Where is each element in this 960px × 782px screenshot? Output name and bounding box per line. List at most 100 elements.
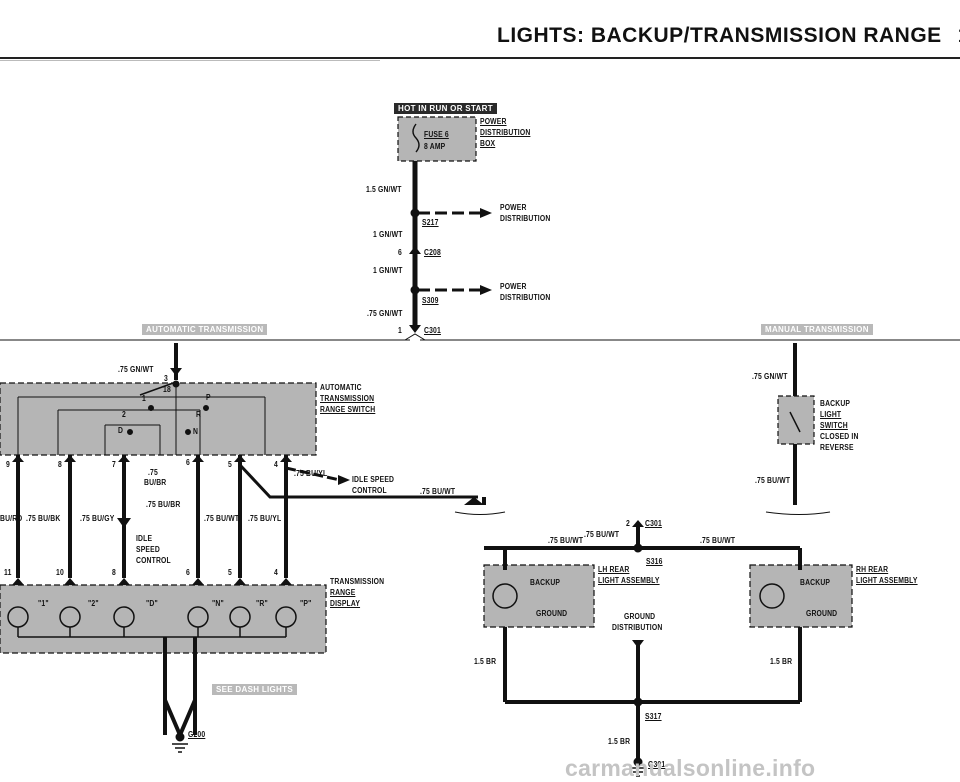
display-pos-d: "D" bbox=[146, 599, 158, 608]
page-number: 135 bbox=[958, 24, 960, 47]
range-display-label-3: DISPLAY bbox=[330, 599, 361, 608]
fuse-box-bg bbox=[398, 117, 476, 161]
display-wire-bubk: .75 BU/BK bbox=[26, 514, 61, 523]
backup-switch-label-2: LIGHT bbox=[820, 410, 842, 419]
header-rule-faint bbox=[0, 60, 380, 61]
rh-ground-label: GROUND bbox=[806, 609, 838, 618]
idle-speed-label-2: CONTROL bbox=[352, 486, 387, 495]
manual-out-wire: .75 BU/WT bbox=[755, 476, 791, 485]
display-pos-p: "P" bbox=[300, 599, 312, 608]
hot-in-run-band: HOT IN RUN OR START bbox=[394, 103, 497, 114]
wire-bubr-b: .75 BU/BR bbox=[146, 500, 181, 509]
range-display-label-1: TRANSMISSION bbox=[330, 577, 385, 586]
display-pos-2: "2" bbox=[88, 599, 99, 608]
range-display-label-2: RANGE bbox=[330, 588, 356, 597]
ground-g200: G200 bbox=[188, 730, 206, 739]
c301-pin: 1 bbox=[398, 326, 402, 335]
display-pin-5: 5 bbox=[228, 568, 232, 577]
range-switch-outline bbox=[0, 382, 317, 456]
backup-switch-bg bbox=[778, 396, 814, 444]
pin-18: 18 bbox=[163, 385, 171, 394]
range-switch-bg bbox=[0, 383, 316, 455]
s309-dest-2: DISTRIBUTION bbox=[500, 293, 551, 302]
rear-wire-right: .75 BU/WT bbox=[700, 536, 736, 545]
ground-g301: G301 bbox=[648, 760, 666, 769]
rh-lamp-outline bbox=[749, 564, 853, 628]
s217-arrow bbox=[480, 208, 492, 218]
splice-s217: S217 bbox=[422, 218, 439, 227]
backup-switch-label-1: BACKUP bbox=[820, 399, 851, 408]
ground-dist-label-1: GROUND bbox=[624, 612, 656, 621]
c208-pin: 6 bbox=[398, 248, 402, 257]
ground-dist-label-2: DISTRIBUTION bbox=[612, 623, 663, 632]
page-header: LIGHTS: BACKUP/TRANSMISSION RANGE135 bbox=[497, 24, 960, 48]
switch-pos-d: D bbox=[118, 426, 124, 435]
rh-br-wire: 1.5 BR bbox=[770, 657, 793, 666]
c301-connector bbox=[409, 325, 421, 333]
idle-out-wire: .75 BU/WT bbox=[420, 487, 456, 496]
out-pin-6: 6 bbox=[186, 458, 190, 467]
rh-backup-label: BACKUP bbox=[800, 578, 831, 587]
s217-dest-1: POWER bbox=[500, 203, 527, 212]
s309-dot bbox=[410, 285, 420, 295]
backup-switch-label-4: CLOSED IN bbox=[820, 432, 859, 441]
watermark: carmanualsonline.info bbox=[565, 755, 816, 781]
rh-lamp-bg bbox=[750, 565, 852, 627]
display-pos-n: "N" bbox=[212, 599, 224, 608]
out-pin-5: 5 bbox=[228, 460, 232, 469]
out-pin-8: 8 bbox=[58, 460, 62, 469]
rear-connector-c301: C301 bbox=[645, 519, 662, 528]
display-pos-r: "R" bbox=[256, 599, 268, 608]
lh-rear-label-1: LH REAR bbox=[598, 565, 630, 574]
rear-wire-center: .75 BU/WT bbox=[584, 530, 620, 539]
wire-1-gnwt-b: 1 GN/WT bbox=[373, 266, 403, 275]
s309-arrow bbox=[480, 285, 492, 295]
switch-pos-1: 1 bbox=[142, 394, 146, 403]
switch-pos-2: 2 bbox=[122, 410, 126, 419]
fuse-rating: 8 AMP bbox=[424, 142, 446, 151]
auto-feed-pin: 3 bbox=[164, 374, 168, 383]
idle-speed-control-3: CONTROL bbox=[136, 556, 171, 565]
out-pin-9: 9 bbox=[6, 460, 10, 469]
lh-br-wire: 1.5 BR bbox=[474, 657, 497, 666]
gnd-br-wire: 1.5 BR bbox=[608, 737, 631, 746]
manual-transmission-band: MANUAL TRANSMISSION bbox=[761, 324, 873, 335]
display-pin-11: 11 bbox=[4, 568, 12, 577]
range-switch-label-1: AUTOMATIC bbox=[320, 383, 362, 392]
rh-rear-label-1: RH REAR bbox=[856, 565, 889, 574]
lh-lamp-outline bbox=[483, 564, 595, 628]
switch-pos-n: N bbox=[193, 427, 199, 436]
lh-backup-label: BACKUP bbox=[530, 578, 561, 587]
idle-speed-control-2: SPEED bbox=[136, 545, 160, 554]
switch-pos-p: P bbox=[206, 393, 211, 402]
display-wire-buyl: .75 BU/YL bbox=[248, 514, 282, 523]
display-pos-1: "1" bbox=[38, 599, 49, 608]
wire-75-gnwt: .75 GN/WT bbox=[367, 309, 403, 318]
s309-dest-1: POWER bbox=[500, 282, 527, 291]
rear-c301-pin: 2 bbox=[626, 519, 630, 528]
see-dash-lights-band: SEE DASH LIGHTS bbox=[212, 684, 297, 695]
wire-buyl-idle: .75 BU/YL bbox=[294, 469, 328, 478]
splice-s309: S309 bbox=[422, 296, 439, 305]
display-wire-bugy: .75 BU/GY bbox=[80, 514, 115, 523]
range-switch-label-3: RANGE SWITCH bbox=[320, 405, 376, 414]
display-pin-6: 6 bbox=[186, 568, 190, 577]
backup-switch-label-5: REVERSE bbox=[820, 443, 854, 452]
rh-rear-label-2: LIGHT ASSEMBLY bbox=[856, 576, 918, 585]
display-wire-burd: BU/RD bbox=[0, 514, 23, 523]
rear-wire-left: .75 BU/WT bbox=[548, 536, 584, 545]
lh-ground-label: GROUND bbox=[536, 609, 568, 618]
range-display-outline bbox=[0, 584, 327, 654]
pdb-label-1: POWER bbox=[480, 117, 507, 126]
pdb-label-3: BOX bbox=[480, 139, 496, 148]
auto-feed-wire: .75 GN/WT bbox=[118, 365, 154, 374]
connector-c208: C208 bbox=[424, 248, 441, 257]
s217-dot bbox=[410, 208, 420, 218]
pdb-label-2: DISTRIBUTION bbox=[480, 128, 531, 137]
idle-speed-label-1: IDLE SPEED bbox=[352, 475, 395, 484]
display-wire-buwt: .75 BU/WT bbox=[204, 514, 240, 523]
wire-1-gnwt-a: 1 GN/WT bbox=[373, 230, 403, 239]
splice-s317: S317 bbox=[645, 712, 662, 721]
wire-bubr-size: .75 bbox=[148, 468, 158, 477]
